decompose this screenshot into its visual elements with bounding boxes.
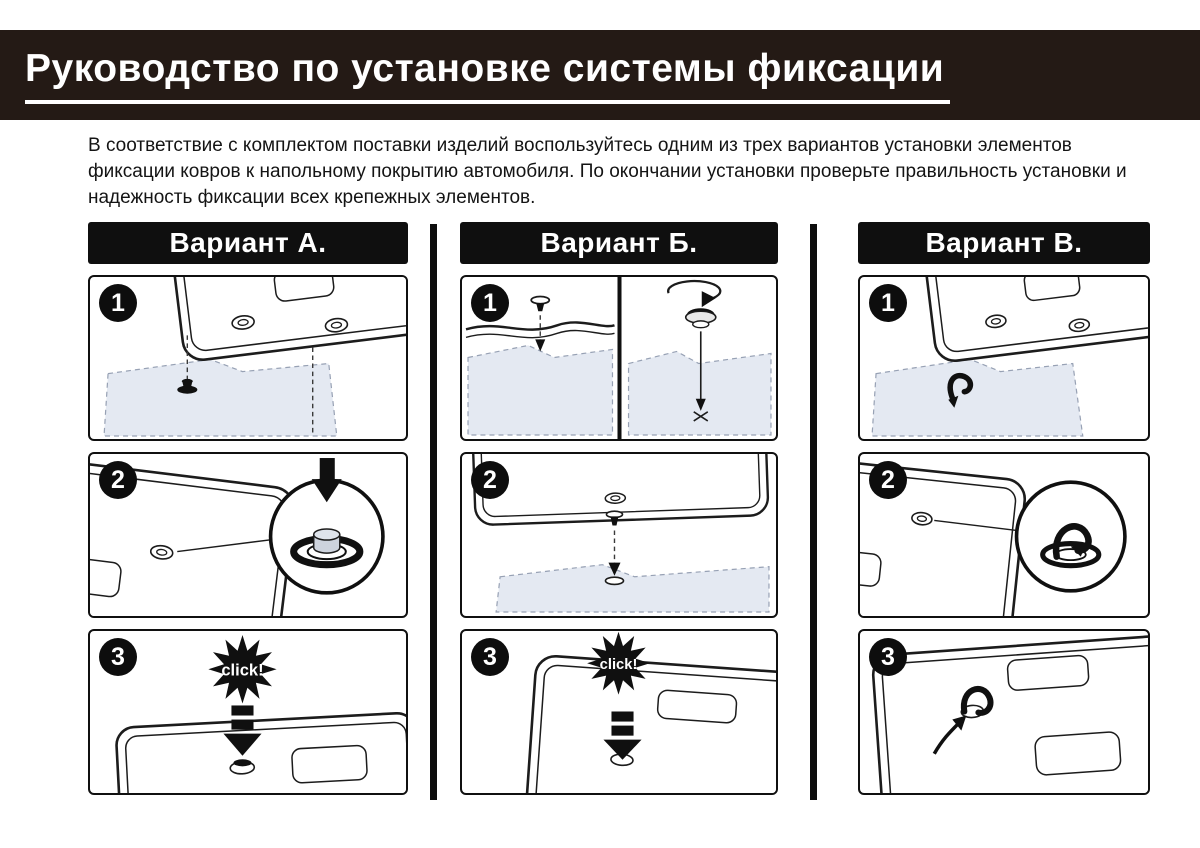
fastener-clip-icon — [530, 295, 551, 312]
fastener-clip-icon — [605, 510, 624, 526]
step-illustration — [871, 634, 1148, 793]
step-number: 3 — [111, 643, 125, 671]
variant-b-label: Вариант Б. — [540, 227, 698, 258]
press-arrow-icon — [223, 705, 262, 756]
press-arrow-icon — [311, 458, 342, 503]
variant-a-step-2-panel: 2 — [88, 452, 408, 618]
variant-column-a: Вариант А. 1 — [88, 222, 408, 795]
carpet-patch — [871, 358, 1084, 437]
arrow-down-icon — [535, 339, 546, 352]
column-divider — [430, 224, 437, 800]
leader-line — [177, 538, 273, 553]
carpet-hole — [604, 576, 625, 586]
carpet-patch — [467, 344, 614, 436]
variant-v-header: Вариант В. — [858, 222, 1150, 264]
mat-illustration — [115, 711, 406, 793]
arrow-down-icon — [695, 398, 706, 411]
click-burst: click! — [208, 635, 277, 704]
click-burst: click! — [587, 631, 650, 695]
carpet-patch — [103, 358, 338, 437]
step-illustration: click! — [115, 635, 406, 793]
step-badge: 3 — [99, 638, 137, 676]
screw-fastener-icon — [684, 308, 717, 329]
variant-column-v: Вариант В. 1 — [858, 222, 1150, 795]
variant-a-step-3-panel: 3 click! — [88, 629, 408, 795]
step-number: 1 — [881, 289, 895, 317]
magnifier-detail — [1014, 480, 1127, 593]
hook-icon — [960, 685, 994, 716]
variant-v-step-3-panel: 3 — [858, 629, 1150, 795]
variant-b-step-2-panel: 2 — [460, 452, 778, 618]
intro-text: В соответствие с комплектом поставки изд… — [88, 135, 1127, 209]
hook-icon — [1052, 523, 1092, 560]
step-illustration — [90, 457, 385, 616]
leader-line — [934, 519, 1017, 532]
curved-arrow-icon — [932, 715, 967, 755]
variant-v-step-1-panel: 1 — [858, 275, 1150, 441]
step-illustration — [871, 277, 1148, 437]
variant-b-step-1-panel: 1 — [460, 275, 778, 441]
mat-edge — [465, 321, 615, 339]
page-title: Руководство по установке системы фиксаци… — [25, 47, 951, 104]
step-badge: 1 — [869, 284, 907, 322]
carpet-patch — [495, 564, 770, 613]
rotation-arrow-icon — [667, 279, 722, 308]
step-illustration — [103, 277, 406, 437]
variant-b-step-3-panel: 3 click! — [460, 629, 778, 795]
step-badge: 2 — [869, 461, 907, 499]
carpet-patch — [627, 350, 772, 436]
step-number: 2 — [111, 466, 125, 494]
step-badge: 1 — [99, 284, 137, 322]
variant-column-b: Вариант Б. 1 — [460, 222, 778, 795]
step-badge: 2 — [99, 461, 137, 499]
step-illustration — [465, 277, 772, 439]
press-arrow-icon — [603, 711, 642, 760]
title-bar: Руководство по установке системы фиксаци… — [0, 30, 1200, 120]
column-divider — [810, 224, 817, 800]
click-label: click! — [221, 660, 263, 679]
hook-icon — [947, 372, 974, 408]
variant-a-step-1-panel: 1 — [88, 275, 408, 441]
step-number: 2 — [881, 466, 895, 494]
mat-illustration — [168, 277, 406, 362]
step-badge: 3 — [869, 638, 907, 676]
target-x-mark — [693, 411, 709, 422]
click-label: click! — [600, 657, 638, 673]
step-number: 1 — [111, 289, 125, 317]
variant-a-label: Вариант А. — [169, 227, 327, 258]
mat-illustration — [871, 634, 1148, 793]
step-number: 3 — [881, 643, 895, 671]
fastener-clip-icon — [233, 759, 252, 767]
step-illustration — [860, 455, 1127, 616]
variant-a-header: Вариант А. — [88, 222, 408, 264]
step-number: 3 — [483, 643, 497, 671]
variant-b-header: Вариант Б. — [460, 222, 778, 264]
step-illustration — [471, 454, 770, 613]
mat-illustration — [524, 654, 776, 793]
fastener-clip-icon — [177, 378, 198, 394]
step-badge: 3 — [471, 638, 509, 676]
mat-illustration — [921, 277, 1148, 363]
step-number: 1 — [483, 289, 497, 317]
step-badge: 1 — [471, 284, 509, 322]
variant-v-step-2-panel: 2 — [858, 452, 1150, 618]
arrow-down-icon — [608, 562, 621, 576]
variant-v-label: Вариант В. — [925, 227, 1083, 258]
step-number: 2 — [483, 466, 497, 494]
step-badge: 2 — [471, 461, 509, 499]
step-illustration: click! — [524, 631, 776, 793]
